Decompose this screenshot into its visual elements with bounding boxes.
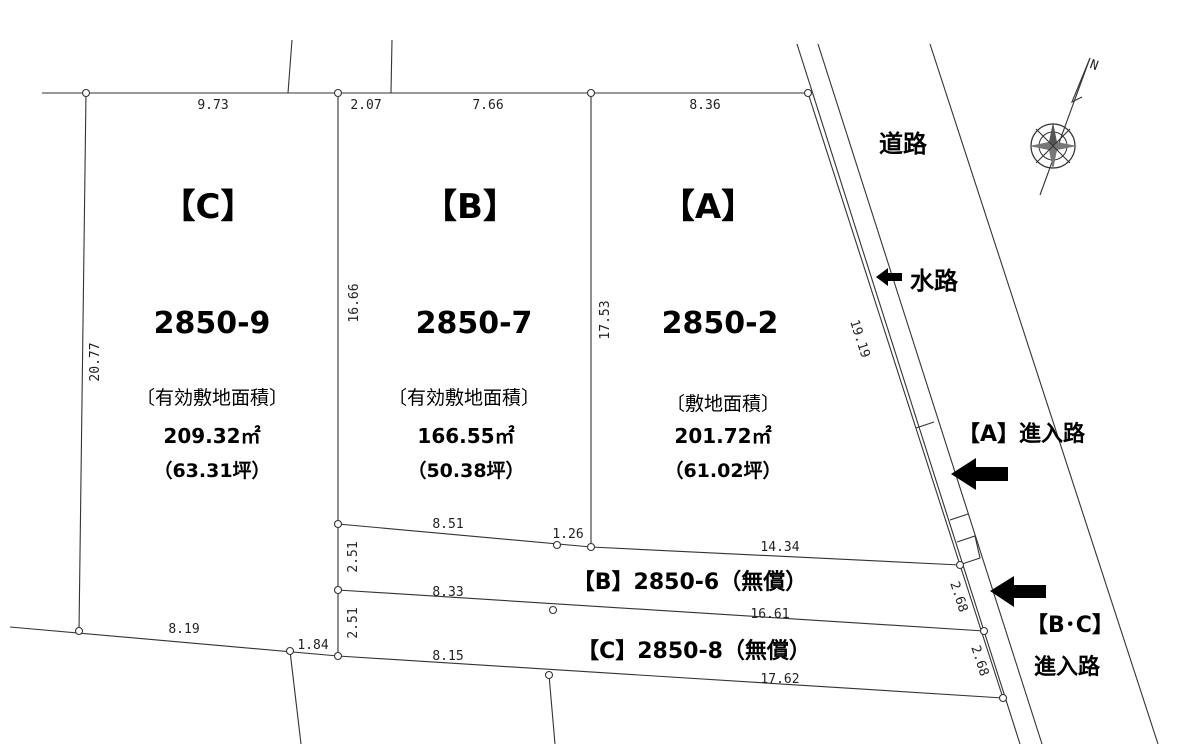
dim-c-bottom: 8.19 bbox=[168, 622, 199, 637]
dim-left-c: 20.77 bbox=[88, 342, 103, 381]
boundary-point bbox=[81, 88, 91, 98]
lot-a-bottom-line bbox=[590, 546, 961, 566]
lot-a-right-line bbox=[807, 92, 961, 566]
waterway-label: 水路 bbox=[910, 267, 959, 295]
boundary-point bbox=[955, 560, 965, 570]
boundary-point bbox=[544, 670, 554, 680]
lot-c-area: 209.32㎡ bbox=[163, 424, 260, 448]
dim-a-bottom: 14.34 bbox=[760, 540, 799, 555]
dim-strip-c-end: 2.68 bbox=[967, 644, 991, 678]
access-a-label: 【A】進入路 bbox=[958, 421, 1086, 447]
dim-top-c: 9.73 bbox=[197, 98, 228, 113]
dim-strip-b-mid: 8.33 bbox=[432, 585, 463, 600]
dim-strip-c-mid: 8.15 bbox=[432, 649, 463, 664]
lot-c-code: 【C】 bbox=[162, 187, 255, 227]
lot-a-area: 201.72㎡ bbox=[674, 424, 771, 448]
dim-strip-c-width: 2.51 bbox=[346, 607, 361, 638]
neighbor-line bbox=[548, 674, 556, 744]
boundary-point bbox=[552, 540, 562, 550]
strip-c-bottom-line bbox=[337, 655, 1004, 699]
dim-top-a: 8.36 bbox=[689, 98, 720, 113]
access-bc-label-1: 【B･C】 bbox=[1026, 613, 1114, 638]
lot-c-area-label: 〔有効敷地面積〕 bbox=[136, 387, 288, 409]
lot-a-area-label: 〔敷地面積〕 bbox=[666, 393, 780, 415]
lot-b-area: 166.55㎡ bbox=[417, 424, 514, 448]
road-label: 道路 bbox=[879, 130, 928, 158]
strip-b-bottom-line bbox=[337, 589, 985, 632]
dim-left-a: 17.53 bbox=[598, 300, 613, 339]
dim-b-bottom2: 1.26 bbox=[552, 527, 583, 542]
lot-a-code: 【A】 bbox=[661, 187, 755, 227]
boundary-point bbox=[333, 651, 343, 661]
boundary-point bbox=[333, 88, 343, 98]
strip-b-label: 【B】2850-6（無償） bbox=[573, 569, 807, 595]
waterway-tick bbox=[915, 421, 935, 429]
boundary-point bbox=[285, 646, 295, 656]
lot-c-left-line bbox=[78, 92, 87, 632]
arrow-left-icon bbox=[951, 458, 1008, 490]
lot-a-tsubo: （61.02坪） bbox=[664, 459, 781, 482]
lot-b-tsubo: （50.38坪） bbox=[407, 459, 524, 482]
arrow-left-icon bbox=[876, 268, 902, 286]
boundary-point bbox=[74, 626, 84, 636]
dim-b-bottom1: 8.51 bbox=[432, 517, 463, 532]
access-bc-label-2: 進入路 bbox=[1034, 654, 1101, 680]
lot-c-bottom-line bbox=[9, 626, 339, 657]
arrow-left-icon bbox=[990, 576, 1046, 607]
lot-b-number: 2850-7 bbox=[416, 306, 533, 341]
boundary-point bbox=[333, 519, 343, 529]
boundary-point bbox=[803, 88, 813, 98]
dim-right-a: 19.19 bbox=[846, 318, 872, 360]
neighbor-line bbox=[289, 650, 302, 744]
dim-top-b1: 2.07 bbox=[350, 98, 381, 113]
boundary-point bbox=[333, 585, 343, 595]
boundary-point bbox=[548, 605, 558, 615]
boundary-point bbox=[998, 693, 1008, 703]
boundary-point bbox=[979, 626, 989, 636]
dim-strip-b-right: 16.61 bbox=[750, 607, 789, 622]
dim-c-bottom2: 1.84 bbox=[297, 638, 328, 653]
lot-c-tsubo: （63.31坪） bbox=[153, 459, 270, 482]
lot-a-number: 2850-2 bbox=[662, 306, 779, 341]
waterway-line bbox=[817, 43, 1043, 744]
dim-strip-b-width: 2.51 bbox=[346, 541, 361, 572]
neighbor-line bbox=[287, 39, 293, 94]
boundary-point bbox=[586, 542, 596, 552]
waterway-tick bbox=[949, 513, 969, 521]
road-edge-line bbox=[929, 43, 1159, 744]
lot-b-code: 【B】 bbox=[423, 187, 517, 227]
dim-left-b: 16.66 bbox=[347, 283, 362, 322]
access-bridge bbox=[956, 535, 981, 565]
lot-b-area-label: 〔有効敷地面積〕 bbox=[388, 387, 540, 409]
dim-top-b2: 7.66 bbox=[472, 98, 503, 113]
dim-strip-c-right: 17.62 bbox=[760, 672, 799, 687]
neighbor-line bbox=[390, 39, 393, 94]
lot-b-bottom-line bbox=[337, 523, 592, 548]
north-arrow-icon: N bbox=[1029, 57, 1100, 196]
strip-c-label: 【C】2850-8（無償） bbox=[577, 638, 811, 664]
lot-c-number: 2850-9 bbox=[154, 306, 271, 341]
boundary-point bbox=[586, 88, 596, 98]
